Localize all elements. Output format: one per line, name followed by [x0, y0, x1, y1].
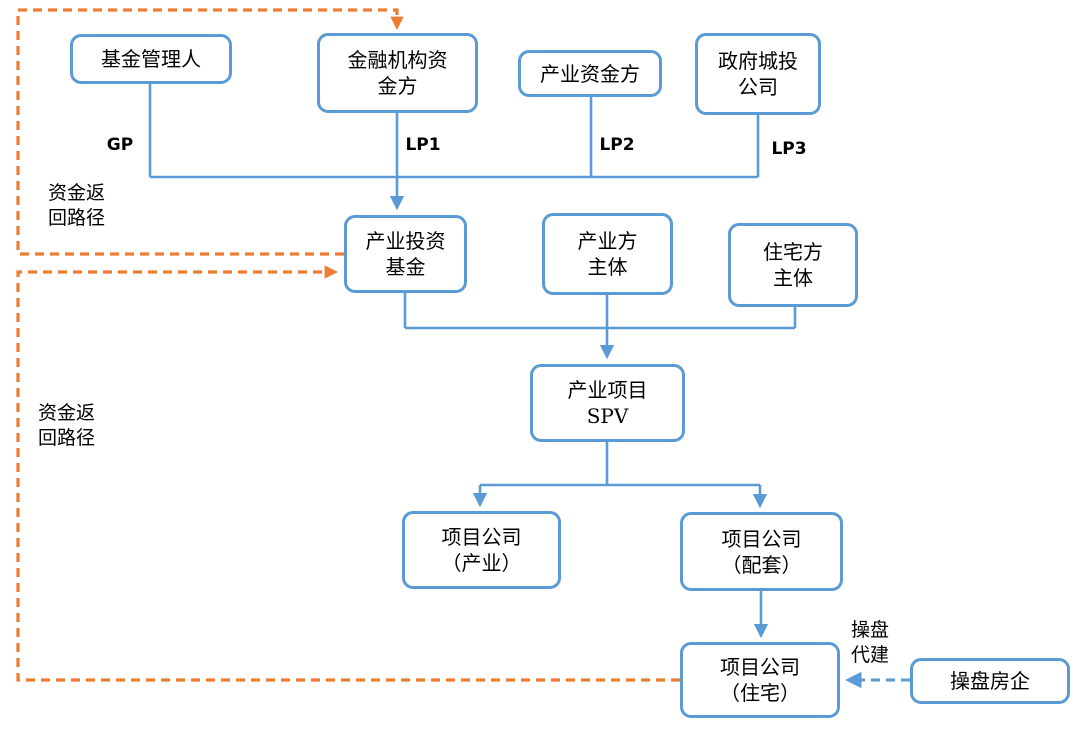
return-path-fund-to-lp1	[16, 8, 404, 256]
node-project-co-support: 项目公司 （配套）	[680, 512, 843, 591]
label-lp2: LP2	[599, 135, 635, 155]
node-industry-entity: 产业方 主体	[542, 213, 673, 295]
node-industry-investment-fund: 产业投资 基金	[344, 215, 467, 293]
label-gp: GP	[106, 135, 134, 155]
node-gov-urban-investment-lp: 政府城投 公司	[695, 33, 821, 115]
node-operating-developer: 操盘房企	[910, 658, 1070, 704]
label-operate-and-build: 操盘 代建	[851, 619, 890, 667]
label-lp1: LP1	[405, 135, 441, 155]
node-fund-manager: 基金管理人	[70, 34, 232, 84]
label-lp3: LP3	[771, 139, 807, 159]
node-residential-entity: 住宅方 主体	[728, 223, 858, 307]
node-industry-project-spv: 产业项目 SPV	[530, 364, 685, 442]
node-project-co-residential: 项目公司 （住宅）	[680, 642, 840, 718]
node-industry-capital-lp: 产业资金方	[518, 50, 662, 97]
label-return-path-top: 资金返 回路径	[48, 182, 106, 230]
node-project-co-industry: 项目公司 （产业）	[402, 511, 561, 589]
label-return-path-bottom: 资金返 回路径	[38, 402, 96, 450]
return-path-residential-to-fund	[16, 265, 680, 682]
node-financial-institution-lp: 金融机构资 金方	[317, 33, 478, 113]
